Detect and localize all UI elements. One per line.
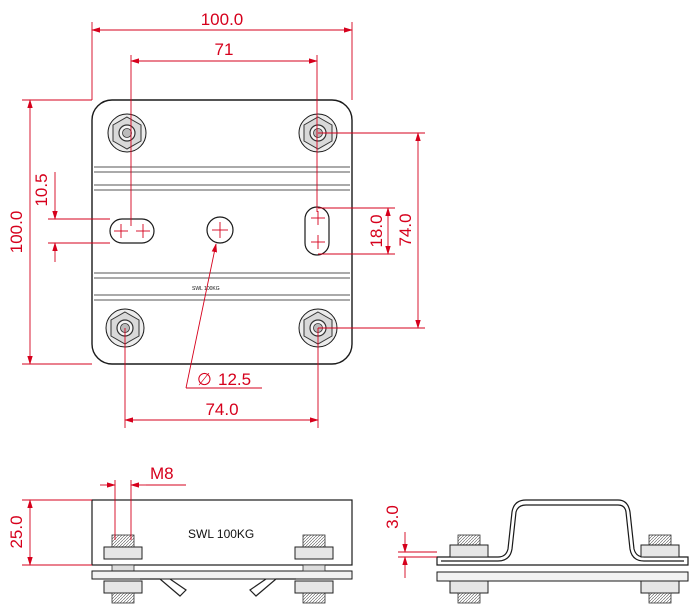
dim-slot-length-label: 18.0 [367,214,386,247]
dim-slot-length [318,207,395,255]
dim-overall-height [22,99,92,365]
dim-overall-width-label: 100.0 [201,10,244,29]
dim-plate-thickness-label: 3.0 [383,505,402,529]
dim-hole-diameter-symbol: ∅ [197,370,212,389]
dim-side-height [22,499,92,566]
bent-tab-left [140,578,187,597]
nut-top-left [107,113,147,153]
front-view: SWL 100KG M8 [7,464,353,604]
dim-slot-spacing-label: 71 [215,40,234,59]
dim-slot-spacing [130,55,318,226]
dim-bolt-spacing-vertical [318,132,425,329]
dim-thread [100,480,186,540]
dim-hole-diameter-label: 12.5 [218,370,251,389]
dim-overall-width [91,22,353,100]
plate-marking-front: SWL 100KG [188,527,254,541]
dim-thread-label: M8 [150,464,174,483]
bolt-right [294,534,334,604]
top-view: SWL 100KG 100.0 71 100.0 10.5 [7,10,425,428]
side-view: 3.0 [383,499,689,604]
bent-tab-right [249,578,296,597]
dim-slot-width-label: 10.5 [32,173,51,206]
plate-ribs [94,166,350,301]
dim-bolt-spacing-vertical-label: 74.0 [396,213,415,246]
dim-side-height-label: 25.0 [7,515,26,548]
side-bolt-left [449,534,489,604]
dim-slot-width [48,172,110,262]
base-plate [436,571,689,582]
dim-plate-thickness [398,532,437,578]
dim-bolt-spacing-horizontal [124,328,319,428]
center-marks [114,211,325,249]
plate-marking-top: SWL 100KG [192,286,220,292]
dim-hole-diameter [185,243,262,389]
hat-bracket [436,499,689,566]
side-bolt-right [640,534,680,604]
dim-bolt-spacing-horizontal-label: 74.0 [205,400,238,419]
vertical-slot [304,206,330,256]
dim-overall-height-label: 100.0 [7,211,26,254]
bolt-left [91,534,353,604]
